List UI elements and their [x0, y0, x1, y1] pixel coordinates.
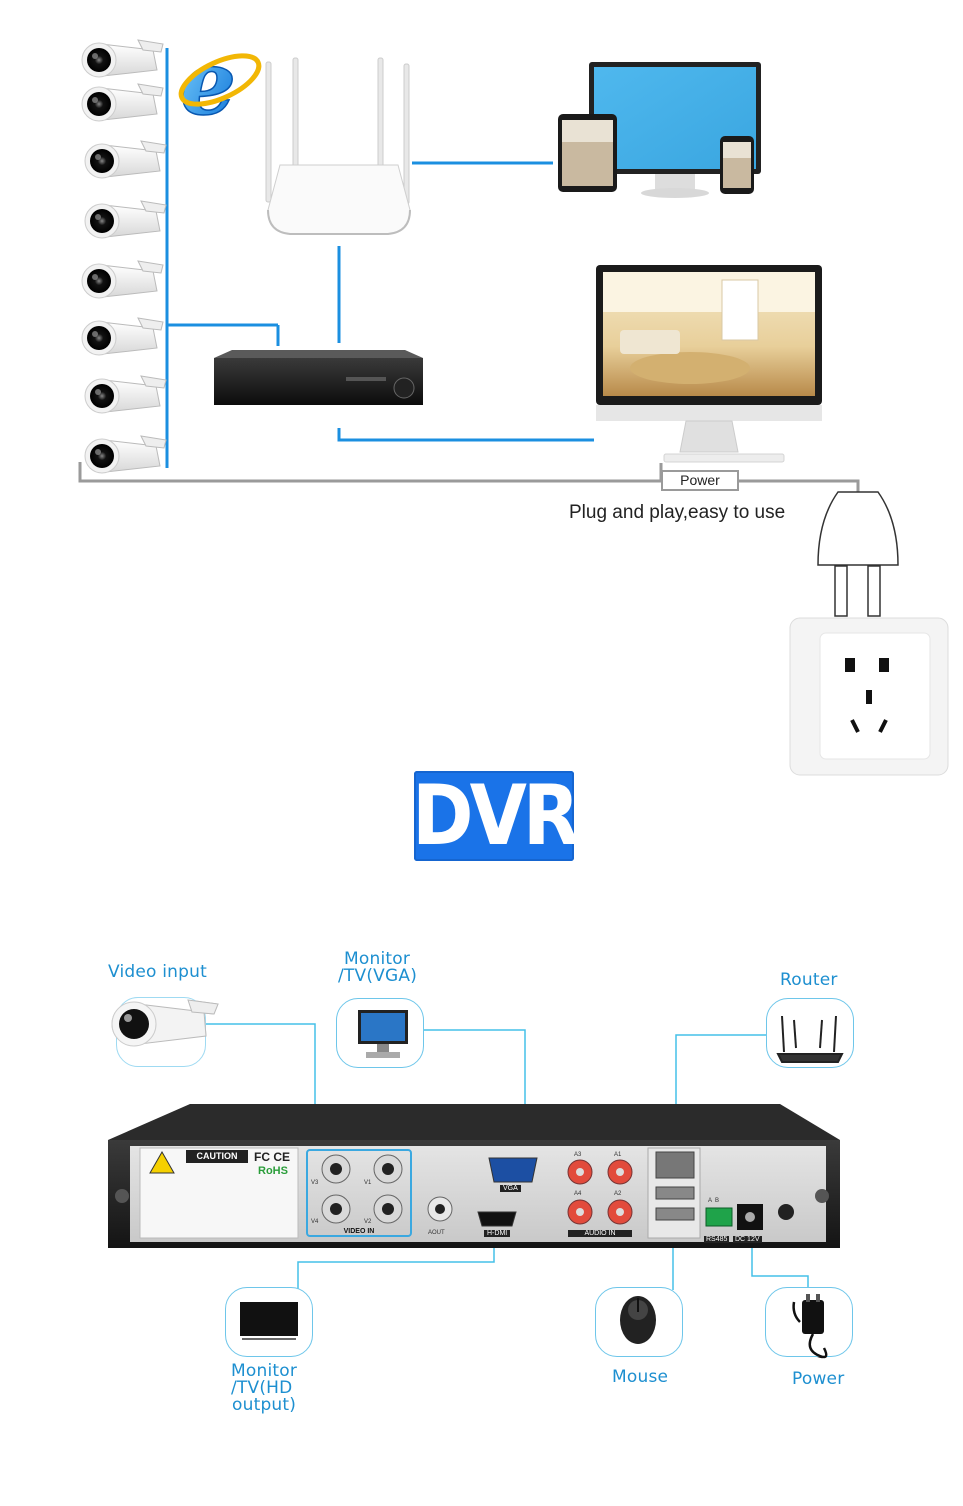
router-icon	[265, 57, 411, 235]
monitor-hd-box	[225, 1287, 313, 1357]
monitor-icon	[596, 265, 822, 463]
dc12v-label: DC 12V	[733, 1236, 762, 1243]
dvr-badge: DVR	[412, 767, 580, 865]
camera-icon	[81, 39, 164, 78]
video-in-label: VIDEO IN	[343, 1228, 375, 1235]
rohs-label: RoHS	[258, 1165, 288, 1177]
power-line	[78, 462, 860, 495]
video-input-box	[116, 997, 206, 1067]
power-label-bottom: Power	[792, 1369, 845, 1389]
mouse-box	[595, 1287, 683, 1357]
monitor-hd-label-line1: Monitor	[231, 1361, 298, 1381]
camera-group	[81, 39, 167, 474]
camera-icon	[84, 140, 167, 179]
monitor-hd-label-line3: output)	[232, 1395, 297, 1415]
camera-bus-line	[165, 48, 594, 468]
internet-explorer-icon: e	[178, 30, 262, 136]
power-label: Power	[680, 472, 720, 488]
monitor-vga-label-line1: Monitor	[344, 949, 411, 969]
port-a4-label: A4	[574, 1191, 582, 1197]
mouse-label: Mouse	[612, 1367, 669, 1387]
monitor-vga-box	[336, 998, 424, 1068]
port-a1-label: A1	[614, 1152, 622, 1158]
monitor-hd-label-line2: /TV(HD	[231, 1378, 293, 1398]
camera-icon	[84, 435, 167, 474]
power-label-box	[661, 470, 739, 491]
camera-icon	[84, 200, 167, 239]
dvr-badge-text: DVR	[412, 767, 580, 865]
port-v1-label: V1	[364, 1180, 372, 1186]
port-a3-label: A3	[574, 1152, 582, 1158]
rs485-label: RS485	[704, 1236, 730, 1243]
network-diagram: e	[78, 30, 949, 776]
audio-in-label: AUDIO IN	[568, 1230, 632, 1237]
vga-label: VGA	[500, 1185, 521, 1192]
router-label: Router	[780, 970, 838, 990]
hdmi-label: H-DMI	[484, 1230, 511, 1237]
port-a2-label: A2	[614, 1191, 622, 1197]
port-v2-label: V2	[364, 1219, 372, 1225]
svg-text:e: e	[180, 31, 236, 135]
camera-icon	[84, 375, 167, 414]
monitor-vga-label-line2: /TV(VGA)	[338, 966, 418, 986]
fcce-label: FC CE	[254, 1150, 290, 1164]
router-box	[766, 998, 854, 1068]
power-box	[765, 1287, 853, 1357]
tagline: Plug and play,easy to use	[569, 502, 786, 523]
plug-icon	[817, 491, 899, 617]
monitor-tablet-phone-icon	[558, 62, 761, 198]
port-v4-label: V4	[311, 1219, 319, 1225]
dvr-icon	[214, 350, 423, 405]
rs485-ab-label: A B	[708, 1198, 720, 1204]
port-v3-label: V3	[311, 1180, 319, 1186]
wall-socket-icon	[789, 617, 949, 776]
aout-label: AOUT	[428, 1230, 445, 1236]
caution-label: CAUTION	[196, 1151, 238, 1161]
video-input-label: Video input	[108, 962, 207, 982]
dvr-rear-panel	[108, 1104, 840, 1248]
camera-icon	[81, 317, 164, 356]
camera-icon	[81, 260, 164, 299]
camera-icon	[81, 83, 164, 122]
